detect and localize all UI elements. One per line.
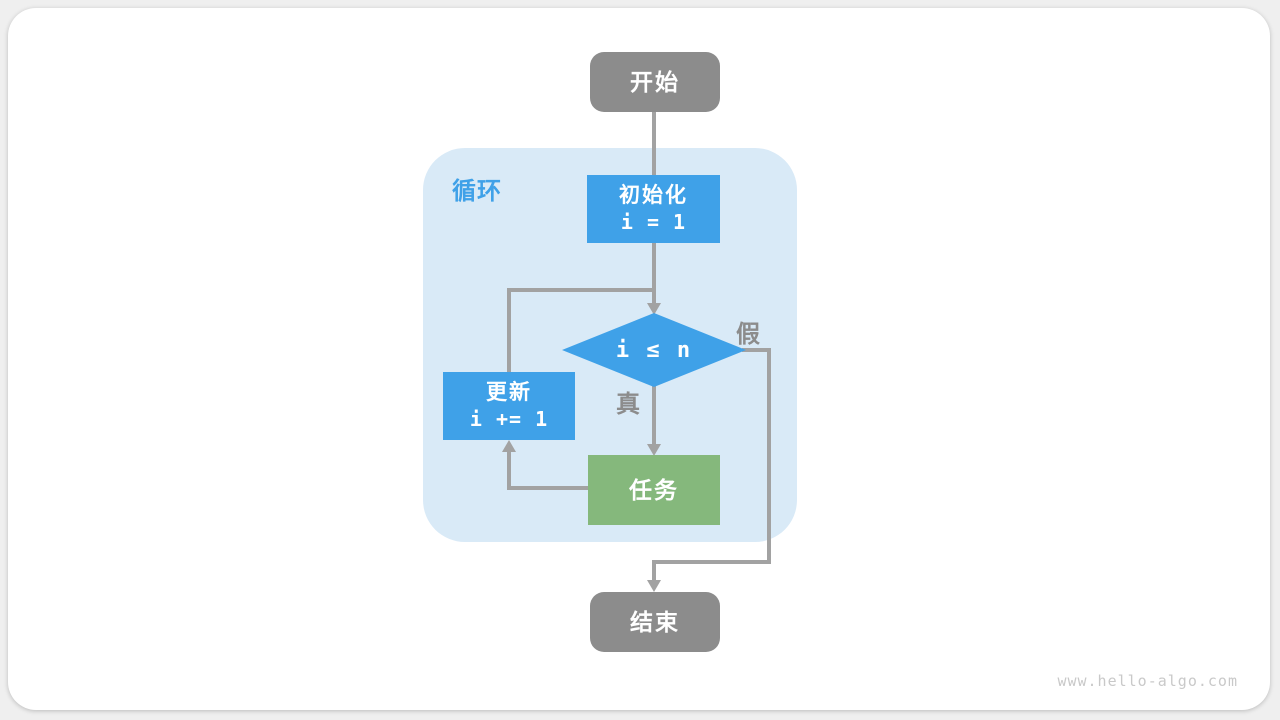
update-node-code: i += 1 bbox=[469, 407, 549, 432]
update-node: 更新 i += 1 bbox=[443, 372, 575, 440]
connector-false-vertical-2 bbox=[652, 560, 656, 582]
task-node: 任务 bbox=[588, 455, 720, 525]
true-branch-label: 真 bbox=[616, 391, 640, 418]
connector-update-feedback-horizontal bbox=[507, 288, 656, 292]
end-node-label: 结束 bbox=[630, 608, 680, 635]
arrowhead-into-condition-icon bbox=[647, 303, 661, 315]
init-node: 初始化 i = 1 bbox=[587, 175, 720, 243]
arrowhead-into-end-icon bbox=[647, 580, 661, 592]
connector-update-feedback-vertical bbox=[507, 288, 511, 372]
loop-label: 循环 bbox=[452, 178, 502, 205]
start-node-label: 开始 bbox=[630, 68, 680, 95]
false-branch-label: 假 bbox=[736, 321, 760, 348]
connector-task-update-vertical bbox=[507, 450, 511, 490]
task-node-label: 任务 bbox=[629, 476, 679, 503]
connector-false-horizontal-2 bbox=[652, 560, 771, 564]
init-node-code: i = 1 bbox=[620, 210, 687, 235]
connector-false-vertical-1 bbox=[767, 348, 771, 564]
connector-start-init bbox=[652, 112, 656, 176]
connector-condition-task bbox=[652, 385, 656, 447]
start-node: 开始 bbox=[590, 52, 720, 112]
arrowhead-into-task-icon bbox=[647, 444, 661, 456]
end-node: 结束 bbox=[590, 592, 720, 652]
diagram-card: 循环 开始 初始化 i = 1 i ≤ n bbox=[8, 8, 1270, 710]
connector-init-condition bbox=[652, 243, 656, 307]
condition-node-code: i ≤ n bbox=[615, 337, 693, 363]
update-node-title: 更新 bbox=[486, 380, 532, 404]
connector-task-update-horizontal bbox=[507, 486, 588, 490]
watermark: www.hello-algo.com bbox=[1057, 672, 1238, 690]
init-node-title: 初始化 bbox=[619, 183, 688, 207]
connector-false-horizontal-1 bbox=[742, 348, 771, 352]
arrowhead-into-update-icon bbox=[502, 440, 516, 452]
